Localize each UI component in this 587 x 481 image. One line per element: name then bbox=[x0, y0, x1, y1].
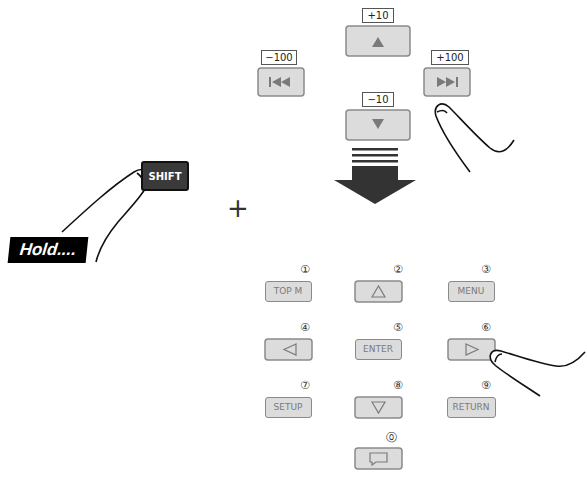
key-button: TOP M bbox=[265, 281, 312, 302]
callout-number: ⑦ bbox=[300, 379, 310, 392]
callout-number: ① bbox=[300, 263, 310, 276]
value-tag: −10 bbox=[362, 92, 394, 107]
callout-number: ⑤ bbox=[393, 321, 403, 334]
hold-badge: Hold.... bbox=[8, 237, 89, 263]
value-tag: −100 bbox=[261, 50, 297, 65]
callout-number: ④ bbox=[300, 321, 310, 334]
callout-number: ⑨ bbox=[481, 379, 491, 392]
down-icon bbox=[372, 119, 384, 129]
button-label: TOP M bbox=[274, 286, 303, 296]
left-key bbox=[265, 339, 312, 360]
prev-icon bbox=[269, 77, 271, 87]
button-label: SETUP bbox=[274, 402, 303, 412]
button-label: +100 bbox=[436, 52, 463, 63]
up-button bbox=[346, 26, 410, 56]
shift-button: SHIFT bbox=[141, 161, 189, 191]
button-label: RETURN bbox=[452, 402, 489, 412]
key-button: SETUP bbox=[265, 397, 312, 418]
subtitle-icon bbox=[370, 453, 387, 465]
callout-number: ⑥ bbox=[481, 321, 491, 334]
button-label: Hold.... bbox=[19, 240, 78, 260]
up-key-icon bbox=[372, 286, 385, 297]
callout-number: ② bbox=[393, 263, 403, 276]
button-label: ENTER bbox=[363, 344, 393, 354]
down-key bbox=[355, 397, 402, 418]
next-icon bbox=[456, 77, 458, 87]
button-label: +10 bbox=[367, 10, 388, 21]
key-button: ENTER bbox=[355, 339, 402, 360]
next-button bbox=[424, 68, 470, 96]
down-key-icon bbox=[372, 402, 385, 413]
button-label: −100 bbox=[265, 52, 292, 63]
key-button: RETURN bbox=[447, 397, 496, 418]
button-label: −10 bbox=[367, 94, 388, 105]
plus-sign: + bbox=[227, 193, 249, 223]
value-tag: +10 bbox=[362, 8, 394, 23]
right-key bbox=[448, 339, 495, 360]
down-arrow bbox=[334, 148, 416, 204]
key-button: MENU bbox=[448, 281, 495, 302]
callout-number: ③ bbox=[481, 263, 491, 276]
button-label: MENU bbox=[458, 286, 485, 296]
right-key-icon bbox=[466, 344, 478, 355]
finger bbox=[435, 104, 514, 172]
value-tag: +100 bbox=[431, 50, 469, 65]
prev-button bbox=[258, 68, 304, 96]
finger bbox=[490, 350, 585, 396]
up-key bbox=[355, 281, 402, 302]
callout-number: ⓪ bbox=[386, 430, 397, 445]
left-key-icon bbox=[284, 344, 296, 355]
button-label: SHIFT bbox=[149, 171, 182, 182]
callout-number: ⑧ bbox=[393, 379, 403, 392]
subtitle-key bbox=[355, 448, 402, 469]
down-button bbox=[346, 110, 410, 140]
up-icon bbox=[372, 37, 384, 47]
